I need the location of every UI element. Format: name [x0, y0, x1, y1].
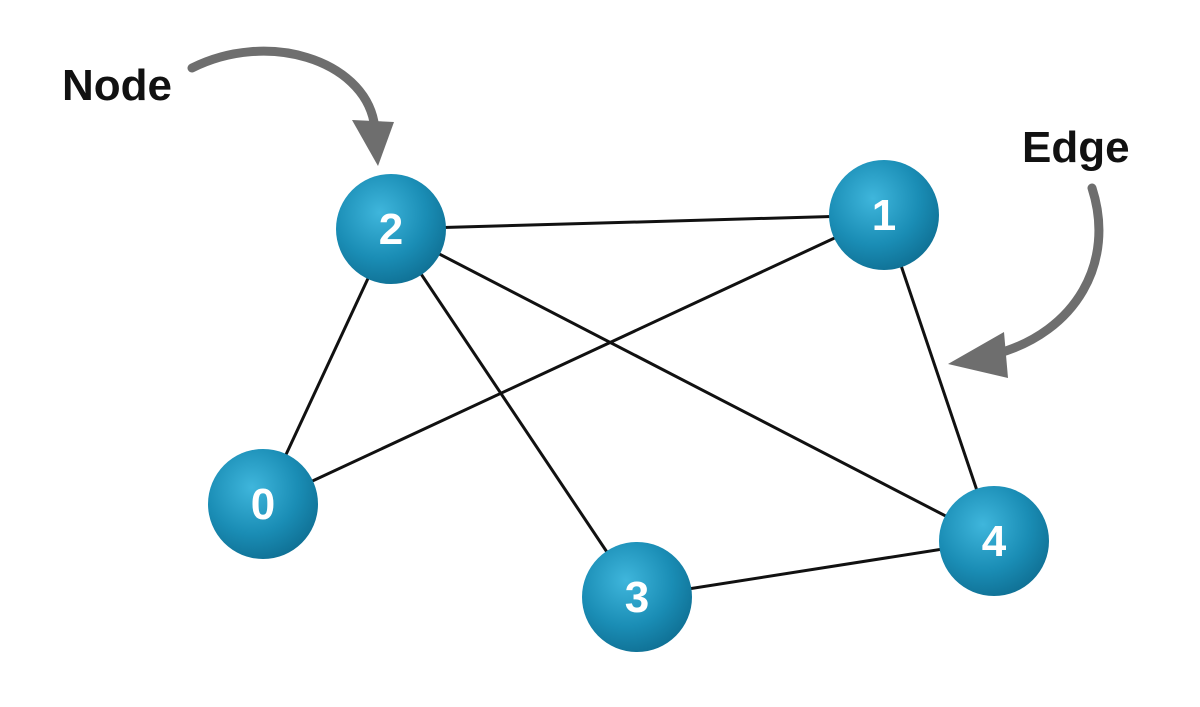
node-callout: Node	[62, 46, 394, 166]
edge-callout-arrow	[991, 183, 1104, 359]
edge-1-4	[882, 214, 996, 542]
nodes-layer: 0 1 2 3 4	[208, 160, 1049, 652]
node-arrowhead-icon	[352, 120, 394, 166]
edge-2-4	[390, 227, 995, 543]
node-3: 3	[582, 542, 692, 652]
edge-callout: Edge	[948, 123, 1130, 378]
edge-1-0	[262, 213, 885, 506]
node-callout-arrow	[187, 46, 379, 127]
edge-3-4	[636, 539, 995, 599]
node-label: 0	[251, 480, 275, 529]
node-circle	[939, 486, 1049, 596]
node-label: 2	[379, 205, 403, 254]
node-2: 2	[336, 174, 446, 284]
node-callout-label: Node	[62, 61, 172, 110]
node-1: 1	[829, 160, 939, 270]
node-circle	[336, 174, 446, 284]
node-circle	[208, 449, 318, 559]
edge-2-3	[389, 228, 639, 598]
node-circle	[829, 160, 939, 270]
node-4: 4	[939, 486, 1049, 596]
node-circle	[582, 542, 692, 652]
edge-2-1	[390, 213, 885, 231]
node-0: 0	[208, 449, 318, 559]
edge-callout-label: Edge	[1022, 123, 1130, 172]
node-label: 4	[982, 517, 1007, 566]
edge-arrowhead-icon	[948, 332, 1008, 378]
node-label: 1	[872, 191, 896, 240]
node-label: 3	[625, 573, 649, 622]
